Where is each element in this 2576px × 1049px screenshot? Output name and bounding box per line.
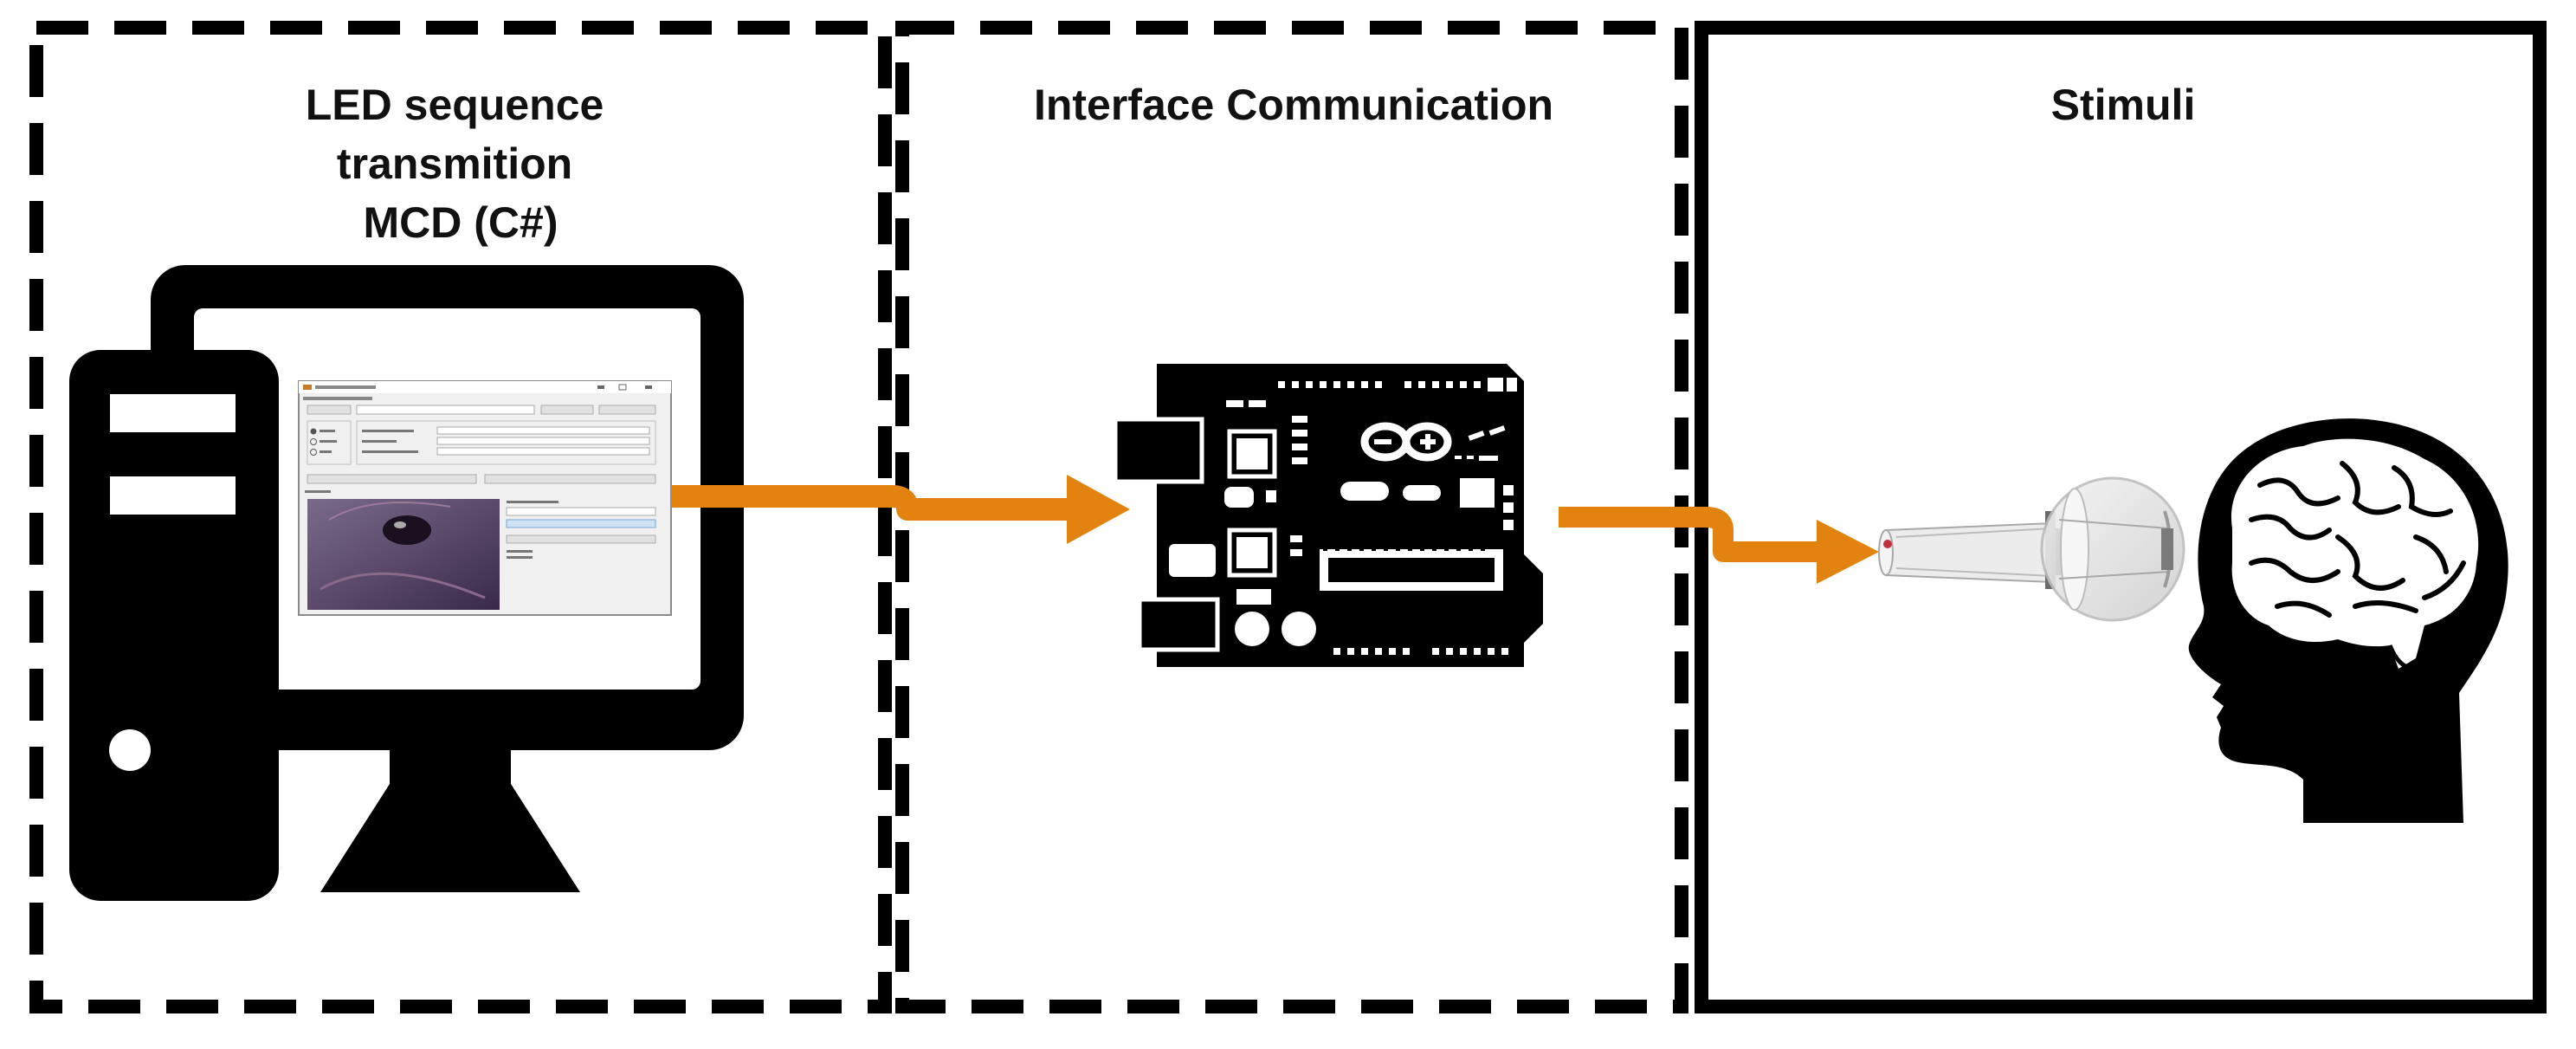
panel-interface-title: Interface Communication bbox=[1034, 81, 1553, 129]
arduino-logo-icon bbox=[1360, 422, 1452, 462]
arrow-pc-to-arduino bbox=[671, 475, 1130, 544]
app-window-thumbnail bbox=[298, 380, 672, 616]
eye-icon bbox=[2040, 476, 2185, 622]
panel-pc-title-line-3: MCD (C#) bbox=[364, 198, 558, 247]
panel-pc-title: LED sequence transmition MCD (C#) bbox=[306, 81, 616, 247]
panel-stimuli-title: Stimuli bbox=[2051, 81, 2196, 129]
arrow-arduino-to-stimuli bbox=[1559, 507, 1879, 584]
head-brain-icon bbox=[2188, 418, 2508, 823]
panel-pc-title-line-2: transmition bbox=[337, 139, 572, 188]
arduino-board-icon bbox=[1113, 364, 1543, 667]
panel-pc-border bbox=[29, 21, 892, 1013]
desktop-computer-icon bbox=[69, 265, 744, 901]
panel-pc-title-line-1: LED sequence bbox=[306, 81, 604, 129]
led-optic-icon bbox=[1878, 511, 2061, 589]
